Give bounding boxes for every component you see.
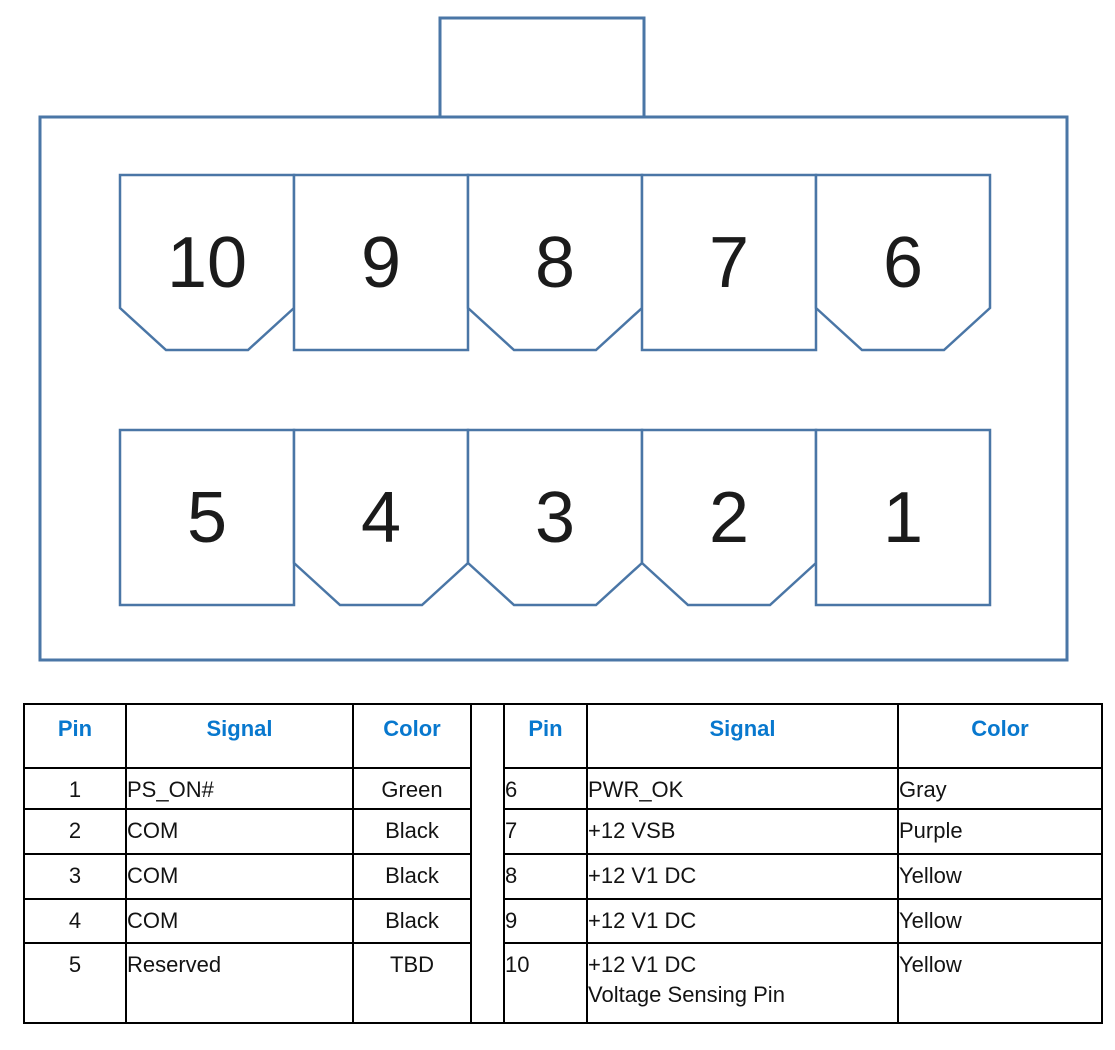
header-pin-left: Pin bbox=[23, 703, 127, 769]
pin-cell: 6 bbox=[503, 767, 588, 810]
color-cell: Black bbox=[352, 853, 472, 900]
color-cell: TBD bbox=[352, 942, 472, 1024]
pin-label-4: 4 bbox=[361, 478, 401, 558]
table-row: 4 COM Black 9 +12 V1 DC Yellow bbox=[23, 898, 1103, 944]
pin-label-10: 10 bbox=[167, 223, 247, 303]
pin-cell: 5 bbox=[23, 942, 127, 1024]
pin-label-7: 7 bbox=[709, 223, 749, 303]
header-pin-right: Pin bbox=[503, 703, 588, 769]
pin-cell: 7 bbox=[503, 808, 588, 855]
connector-latch-tab bbox=[438, 16, 646, 118]
signal-cell: +12 V1 DC bbox=[586, 898, 899, 944]
pin-label-8: 8 bbox=[535, 223, 575, 303]
color-cell: Black bbox=[352, 898, 472, 944]
header-color-right: Color bbox=[897, 703, 1103, 769]
signal-line-1: +12 V1 DC bbox=[588, 952, 697, 977]
header-color-left: Color bbox=[352, 703, 472, 769]
signal-cell: PS_ON# bbox=[125, 767, 354, 810]
pin-cavity-6 bbox=[814, 173, 992, 352]
pin-label-1: 1 bbox=[883, 478, 923, 558]
color-cell: Yellow bbox=[897, 853, 1103, 900]
pin-label-5: 5 bbox=[187, 478, 227, 558]
color-cell: Purple bbox=[897, 808, 1103, 855]
pin-cavity-9 bbox=[292, 173, 470, 352]
pinout-table: Pin Signal Color Pin Signal Color 1 PS_O… bbox=[23, 703, 1103, 1024]
table-row: 2 COM Black 7 +12 VSB Purple bbox=[23, 808, 1103, 855]
pin-cell: 4 bbox=[23, 898, 127, 944]
pin-cell: 1 bbox=[23, 767, 127, 810]
pin-cell: 2 bbox=[23, 808, 127, 855]
table-header-row: Pin Signal Color Pin Signal Color bbox=[23, 703, 1103, 1024]
signal-cell: +12 V1 DC Voltage Sensing Pin bbox=[586, 942, 899, 1024]
signal-cell: COM bbox=[125, 808, 354, 855]
pin-label-6: 6 bbox=[883, 223, 923, 303]
pin-cavity-1 bbox=[814, 428, 992, 607]
header-signal-left: Signal bbox=[125, 703, 354, 769]
signal-line-2: Voltage Sensing Pin bbox=[588, 982, 785, 1007]
color-cell: Yellow bbox=[897, 898, 1103, 944]
pin-label-3: 3 bbox=[535, 478, 575, 558]
table-row: 5 Reserved TBD 10 +12 V1 DC Voltage Sens… bbox=[23, 942, 1103, 1024]
pin-label-9: 9 bbox=[361, 223, 401, 303]
color-cell: Green bbox=[352, 767, 472, 810]
signal-cell: PWR_OK bbox=[586, 767, 899, 810]
table-spacer-column bbox=[470, 703, 505, 1024]
pin-cell: 3 bbox=[23, 853, 127, 900]
signal-cell: +12 V1 DC bbox=[586, 853, 899, 900]
color-cell: Yellow bbox=[897, 942, 1103, 1024]
pin-cell: 8 bbox=[503, 853, 588, 900]
signal-cell: COM bbox=[125, 898, 354, 944]
header-signal-right: Signal bbox=[586, 703, 899, 769]
signal-cell: +12 VSB bbox=[586, 808, 899, 855]
color-cell: Black bbox=[352, 808, 472, 855]
color-cell: Gray bbox=[897, 767, 1103, 810]
pin-cell: 10 bbox=[503, 942, 588, 1024]
pin-cell: 9 bbox=[503, 898, 588, 944]
table-row: 1 PS_ON# Green 6 PWR_OK Gray bbox=[23, 767, 1103, 810]
pin-label-2: 2 bbox=[709, 478, 749, 558]
signal-cell: COM bbox=[125, 853, 354, 900]
connector-diagram: 10 9 8 7 6 5 4 3 2 1 bbox=[38, 16, 1069, 662]
signal-cell: Reserved bbox=[125, 942, 354, 1024]
table-row: 3 COM Black 8 +12 V1 DC Yellow bbox=[23, 853, 1103, 900]
